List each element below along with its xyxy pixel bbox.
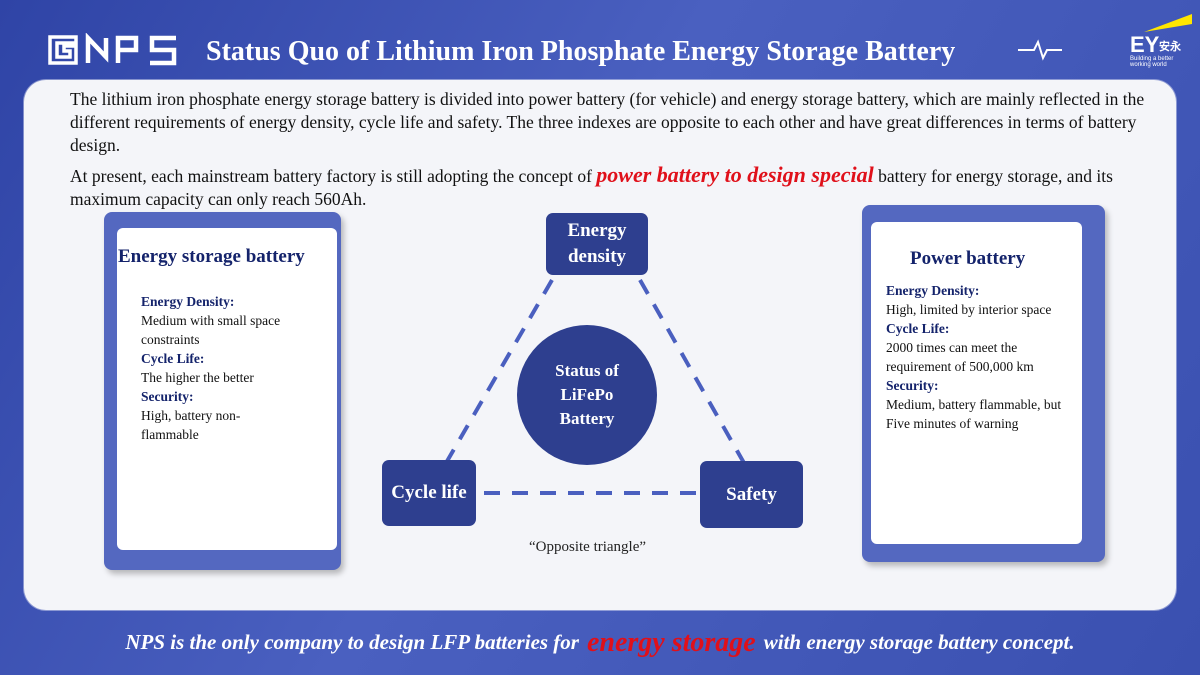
- bottom-banner: NPS is the only company to design LFP ba…: [0, 610, 1200, 675]
- power-battery-card-details: Energy Density: High, limited by interio…: [886, 281, 1068, 433]
- node-energy-density: Energy density: [546, 213, 648, 275]
- intro-paragraph-2-end: battery for energy storage, and its maxi…: [70, 166, 1113, 209]
- nps-logo: [48, 33, 177, 66]
- banner-text-start: NPS is the only company to design LFP ba…: [125, 630, 579, 654]
- edge-density-safety: [638, 279, 746, 464]
- ey-chinese-name: 安永: [1159, 40, 1181, 53]
- intro-text: The lithium iron phosphate energy storag…: [70, 88, 1160, 217]
- cycle-life-label: Cycle Life:: [141, 351, 205, 366]
- intro-paragraph-1: The lithium iron phosphate energy storag…: [70, 89, 1145, 155]
- security-value: Medium, battery flammable, but Five minu…: [886, 397, 1062, 431]
- intro-paragraph-2-start: At present, each mainstream battery fact…: [70, 166, 597, 186]
- center-status-label: Status of LiFePo Battery: [555, 361, 619, 428]
- energy-storage-card-title: Energy storage battery: [118, 246, 305, 267]
- ey-beam-icon: [1144, 14, 1192, 32]
- power-battery-card-title: Power battery: [910, 248, 1026, 269]
- pulse-icon: [1018, 39, 1062, 61]
- security-value: High, battery non-flammable: [141, 408, 241, 442]
- energy-storage-card-details: Energy Density: Medium with small space …: [141, 292, 281, 444]
- node-cycle-life: Cycle life: [382, 460, 476, 526]
- energy-density-value: Medium with small space constraints: [141, 313, 281, 347]
- power-battery-card-body: [871, 222, 1082, 544]
- intro-paragraph-2: At present, each mainstream battery fact…: [70, 163, 1160, 211]
- cycle-life-value: The higher the better: [141, 370, 254, 385]
- intro-highlight: power battery to design special: [596, 162, 874, 187]
- edge-density-cycle: [444, 278, 554, 465]
- energy-density-label: Energy Density:: [141, 294, 235, 309]
- page-title: Status Quo of Lithium Iron Phosphate Ene…: [206, 36, 956, 67]
- banner-text-end: with energy storage battery concept.: [763, 630, 1075, 654]
- energy-storage-card-body: [117, 228, 337, 550]
- security-label: Security:: [886, 378, 939, 393]
- header: Status Quo of Lithium Iron Phosphate Ene…: [0, 0, 1200, 90]
- cycle-life-label: Cycle Life:: [886, 321, 950, 336]
- energy-density-value: High, limited by interior space: [886, 302, 1052, 317]
- diagram-caption: “Opposite triangle”: [529, 539, 647, 555]
- energy-density-label: Energy Density:: [886, 283, 980, 298]
- ey-logo: EY 安永 Building a better working world: [1126, 14, 1192, 70]
- node-safety: Safety: [700, 461, 803, 528]
- ey-wordmark: EY: [1130, 32, 1160, 57]
- banner-highlight: energy storage: [586, 626, 756, 658]
- security-label: Security:: [141, 389, 194, 404]
- ey-tagline: Building a better working world: [1130, 56, 1174, 68]
- center-status-circle: Status of LiFePo Battery: [517, 325, 657, 465]
- cycle-life-value: 2000 times can meet the requirement of 5…: [886, 340, 1034, 374]
